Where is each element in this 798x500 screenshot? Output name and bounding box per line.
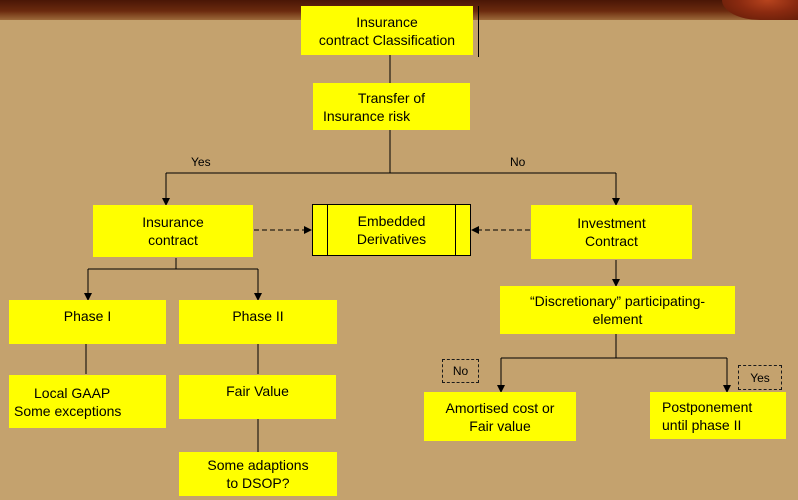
node-classification-line2: contract Classification: [318, 31, 456, 48]
node-embedded-line1: Embedded: [357, 213, 426, 229]
corner-decoration: [722, 0, 798, 20]
node-discretionary: “Discretionary” participating- element: [500, 286, 735, 334]
node-local-gaap: Local GAAP Some exceptions: [9, 375, 166, 428]
node-discretionary-line2: element: [592, 311, 643, 327]
node-transfer-line1: Transfer of: [357, 89, 426, 106]
node-fair-value-line1: Fair Value: [226, 383, 289, 399]
node-adaptions-line2: to DSOP?: [226, 475, 290, 491]
node-phase1: Phase I: [9, 300, 166, 344]
node-transfer: Transfer of Insurance risk: [313, 83, 470, 130]
node-local-gaap-line1: Local GAAP: [34, 384, 111, 401]
node-postponement: Postponement until phase II: [650, 392, 786, 439]
node-investment: Investment Contract: [531, 205, 692, 259]
node-postponement-line1: Postponement: [662, 398, 753, 415]
node-investment-line1: Investment: [577, 215, 646, 231]
node-amortised-line2: Fair value: [469, 417, 531, 434]
node-classification-line1: Insurance: [356, 13, 418, 30]
node-adaptions-line1: Some adaptions: [207, 457, 309, 473]
node-local-gaap-line2: Some exceptions: [14, 402, 122, 419]
node-postponement-line2: until phase II: [662, 416, 742, 433]
node-embedded: Embedded Derivatives: [312, 204, 471, 256]
node-investment-line2: Contract: [585, 233, 638, 249]
label-yes-dashed: Yes: [738, 365, 782, 390]
node-insurance-contract-line1: Insurance: [142, 214, 204, 230]
node-embedded-line2: Derivatives: [356, 231, 427, 247]
node-amortised: Amortised cost or Fair value: [424, 392, 576, 441]
node-insurance-contract: Insurance contract: [93, 205, 253, 257]
node-amortised-line1: Amortised cost or: [445, 399, 555, 416]
label-no-branch: No: [510, 155, 526, 169]
node-transfer-line2: Insurance risk: [323, 107, 411, 124]
classification-side-bar: [478, 6, 479, 57]
node-insurance-contract-line2: contract: [148, 232, 198, 248]
node-phase2: Phase II: [179, 300, 337, 344]
embedded-inner-left-bar: [327, 204, 328, 256]
node-phase1-line1: Phase I: [63, 308, 112, 324]
embedded-inner-right-bar: [455, 204, 456, 256]
node-phase2-line1: Phase II: [232, 308, 284, 324]
label-yes-branch: Yes: [191, 155, 211, 169]
node-classification: Insurance contract Classification: [301, 6, 473, 55]
node-fair-value: Fair Value: [179, 375, 336, 419]
node-adaptions: Some adaptions to DSOP?: [179, 452, 337, 496]
node-discretionary-line1: “Discretionary” participating-: [529, 293, 706, 309]
label-no-dashed: No: [442, 359, 479, 383]
